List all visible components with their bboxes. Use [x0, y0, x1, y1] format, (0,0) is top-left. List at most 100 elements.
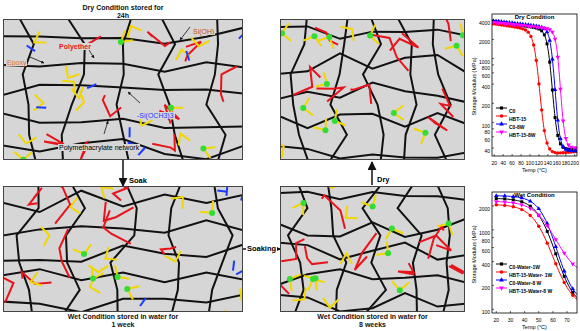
- modulus-curve: [496, 199, 577, 298]
- tick-label: 50: [536, 317, 542, 323]
- curve-marker: [564, 137, 569, 141]
- curve-marker: [512, 205, 515, 208]
- tick-label: 800: [482, 65, 490, 71]
- panel-border: [4, 187, 243, 312]
- tick-mark: [538, 311, 539, 313]
- crosslink-dot: [115, 274, 121, 280]
- leader-line: [30, 57, 44, 63]
- modulus-curve: [496, 205, 577, 300]
- epoxy-segment: [34, 31, 46, 42]
- curve-marker: [562, 268, 567, 272]
- tick-mark: [538, 154, 539, 156]
- legend-entry: HBT-15-Water-8 W: [509, 285, 552, 294]
- tick-label: 40: [522, 317, 528, 323]
- axis-title: Storage Modulus (MPa): [471, 225, 477, 283]
- epoxy-segment: [30, 272, 41, 285]
- curve-marker: [550, 31, 555, 35]
- curve-marker: [528, 199, 533, 203]
- polyether-chain: [428, 226, 443, 258]
- tick-mark: [492, 84, 494, 85]
- polyether-chain: [281, 239, 304, 261]
- curve-marker: [556, 134, 559, 137]
- connectors: [123, 160, 280, 249]
- tick-mark: [492, 58, 494, 59]
- curve-marker: [532, 43, 535, 46]
- crosslink-dot: [323, 127, 329, 133]
- polyether-chain: [390, 33, 418, 50]
- polyether-chain: [355, 233, 377, 270]
- crosslink-dot: [81, 251, 87, 257]
- curve-marker: [520, 200, 523, 203]
- dry-arrow: [371, 162, 373, 185]
- arrow-label: Dry: [377, 175, 390, 184]
- polyether-chain: [103, 210, 130, 244]
- modulus-curve: [493, 22, 577, 150]
- tick-label: 800: [482, 238, 490, 244]
- tick-mark: [512, 154, 513, 156]
- leader-line: [180, 27, 190, 40]
- polyether-chain: [147, 32, 170, 46]
- polyether-chain: [113, 186, 127, 201]
- curve-marker: [554, 252, 557, 255]
- polymethacrylate-chain: [17, 19, 37, 160]
- polyether-chain: [441, 89, 454, 117]
- polyether-chain: [428, 117, 447, 130]
- curve-marker: [555, 118, 560, 122]
- polyether-chain: [47, 186, 70, 224]
- crosslink-dot: [367, 33, 373, 39]
- modulus-curve: [493, 22, 577, 148]
- polyether-chain: [161, 247, 176, 254]
- polymethacrylate-chain: [3, 85, 243, 96]
- polyether-chain: [221, 67, 237, 102]
- tick-label: 400: [482, 84, 490, 90]
- curve-marker: [503, 197, 506, 200]
- panel-caption: Wet Condition stored in water for 8 week…: [317, 313, 429, 328]
- polymethacrylate-chain: [3, 269, 243, 282]
- legend-sample: [496, 277, 507, 281]
- tick-label: 40: [484, 148, 490, 154]
- crosslink-dot: [300, 200, 306, 206]
- crosslink-dot: [397, 287, 403, 293]
- curve-marker: [512, 198, 515, 201]
- tick-mark: [567, 311, 568, 313]
- axis-title: Temp (°C): [522, 324, 547, 330]
- epoxy-segment: [323, 298, 338, 308]
- leader-line: [128, 92, 140, 103]
- legend-sample: [496, 131, 507, 135]
- tick-label: 100: [526, 160, 534, 166]
- polymethacrylate-chain: [62, 19, 85, 160]
- curve-marker: [548, 61, 551, 64]
- modulus-curve: [493, 21, 577, 151]
- curve-marker: [528, 207, 533, 211]
- tick-label: 100: [482, 123, 490, 129]
- curve-marker: [550, 56, 555, 60]
- curve-marker: [548, 147, 551, 150]
- tick-label: 70: [564, 317, 570, 323]
- tick-mark: [492, 148, 494, 149]
- tick-mark: [556, 154, 557, 156]
- panel-border: [281, 20, 465, 160]
- curve-marker: [546, 42, 549, 45]
- curve-marker: [519, 203, 524, 207]
- crosslink-dot: [90, 276, 96, 282]
- silane-group: [27, 45, 35, 51]
- tick-label: 100: [482, 309, 490, 315]
- chart: [491, 14, 579, 156]
- modulus-charts: [491, 14, 579, 313]
- curve-marker: [570, 286, 575, 290]
- polyether-chain: [59, 229, 69, 277]
- tick-label: 30: [508, 317, 514, 323]
- tick-label: 600: [482, 248, 490, 254]
- callout-label: Si(OH): [192, 28, 215, 35]
- curve-marker: [563, 275, 566, 278]
- epoxy-segment: [66, 66, 79, 78]
- tick-label: 2000: [479, 39, 490, 45]
- polyether-chain: [350, 85, 371, 104]
- epoxy-segment: [171, 197, 183, 209]
- epoxy-segment: [90, 276, 100, 293]
- curve-marker: [546, 230, 549, 233]
- legend-sample: [496, 287, 507, 291]
- epoxy-segment: [165, 251, 181, 262]
- curve-marker: [554, 262, 557, 265]
- tick-label: 1000: [479, 59, 490, 65]
